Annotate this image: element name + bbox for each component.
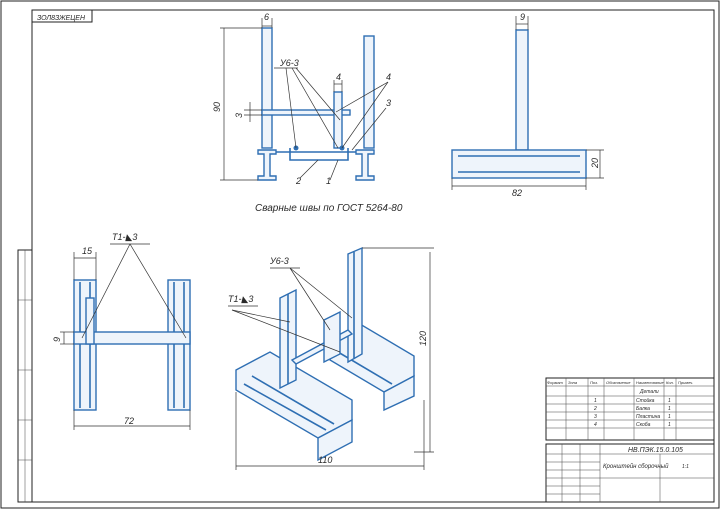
front-dim-left: 90 [212, 102, 222, 112]
callout-3: 3 [386, 98, 391, 108]
side-view [451, 16, 604, 190]
title-designation: НВ.ПЭК.15.0.105 [628, 447, 683, 454]
callout-1: 1 [326, 176, 331, 186]
spec-header-designation: Обозначение [606, 380, 631, 385]
weld-note: Сварные швы по ГОСТ 5264-80 [255, 203, 403, 214]
side-dim-top: 9 [520, 12, 525, 22]
spec-row: 4 Скоба 1 [594, 422, 671, 428]
top-view [60, 243, 191, 430]
side-dim-bottom: 82 [512, 188, 522, 198]
top-left-stamp: ЗОЛ8ЗЖЕЦЕН [37, 15, 86, 22]
spec-section: Детали [639, 389, 659, 395]
spec-row-pos: 1 [594, 398, 597, 404]
callout-2: 2 [295, 176, 301, 186]
top-dim-left: 9 [52, 337, 62, 342]
iso-weld-left: Т1-◣3 [228, 294, 253, 304]
iso-view [228, 246, 434, 470]
iso-dim-right: 120 [418, 331, 428, 346]
spec-header-zone: Зона [568, 380, 578, 385]
spec-table [545, 377, 715, 441]
spec-row-qty: 1 [668, 422, 671, 428]
top-left-stamp-box [31, 9, 93, 23]
front-dim-top: 6 [264, 12, 269, 22]
spec-row-name: Скоба [636, 422, 651, 428]
spec-row-name: Балка [636, 406, 650, 412]
spec-header-note: Примеч. [678, 380, 693, 385]
spec-header-format: Формат [547, 380, 564, 385]
top-dim-bottom: 72 [124, 416, 134, 426]
spec-row-name: Стойка [636, 397, 655, 404]
iso-dim-bottom: 110 [318, 455, 332, 465]
spec-row: 1 Стойка 1 [594, 397, 671, 404]
title-block [545, 443, 715, 503]
front-dim-mid: 4 [336, 72, 341, 82]
front-weld-label: У6-3 [279, 58, 299, 68]
spec-row-qty: 1 [668, 398, 671, 404]
spec-row-pos: 2 [593, 406, 597, 412]
title-sheet: 1:1 [682, 464, 689, 470]
spec-row: 3 Пластина 1 [594, 414, 671, 420]
spec-row-qty: 1 [668, 414, 671, 420]
spec-row-name: Пластина [636, 414, 660, 420]
title-name: Кронштейн сборочный [603, 463, 669, 470]
spec-row-pos: 3 [594, 414, 597, 420]
side-dim-right: 20 [590, 158, 600, 169]
spec-row: 2 Балка 1 [593, 406, 671, 412]
spec-header-name: Наименование [636, 380, 664, 385]
front-dim-side: 3 [234, 113, 244, 118]
front-view [220, 18, 389, 181]
spec-row-qty: 1 [668, 406, 671, 412]
spec-row-pos: 4 [594, 422, 597, 428]
top-weld-label: Т1-◣3 [112, 232, 137, 242]
top-dim-top: 15 [82, 246, 93, 256]
callout-4: 4 [386, 72, 391, 82]
iso-weld-top: У6-3 [269, 256, 289, 266]
spec-header-pos: Поз. [590, 380, 598, 385]
spec-header-qty: Кол. [666, 380, 674, 385]
left-margin-strip [17, 249, 33, 503]
